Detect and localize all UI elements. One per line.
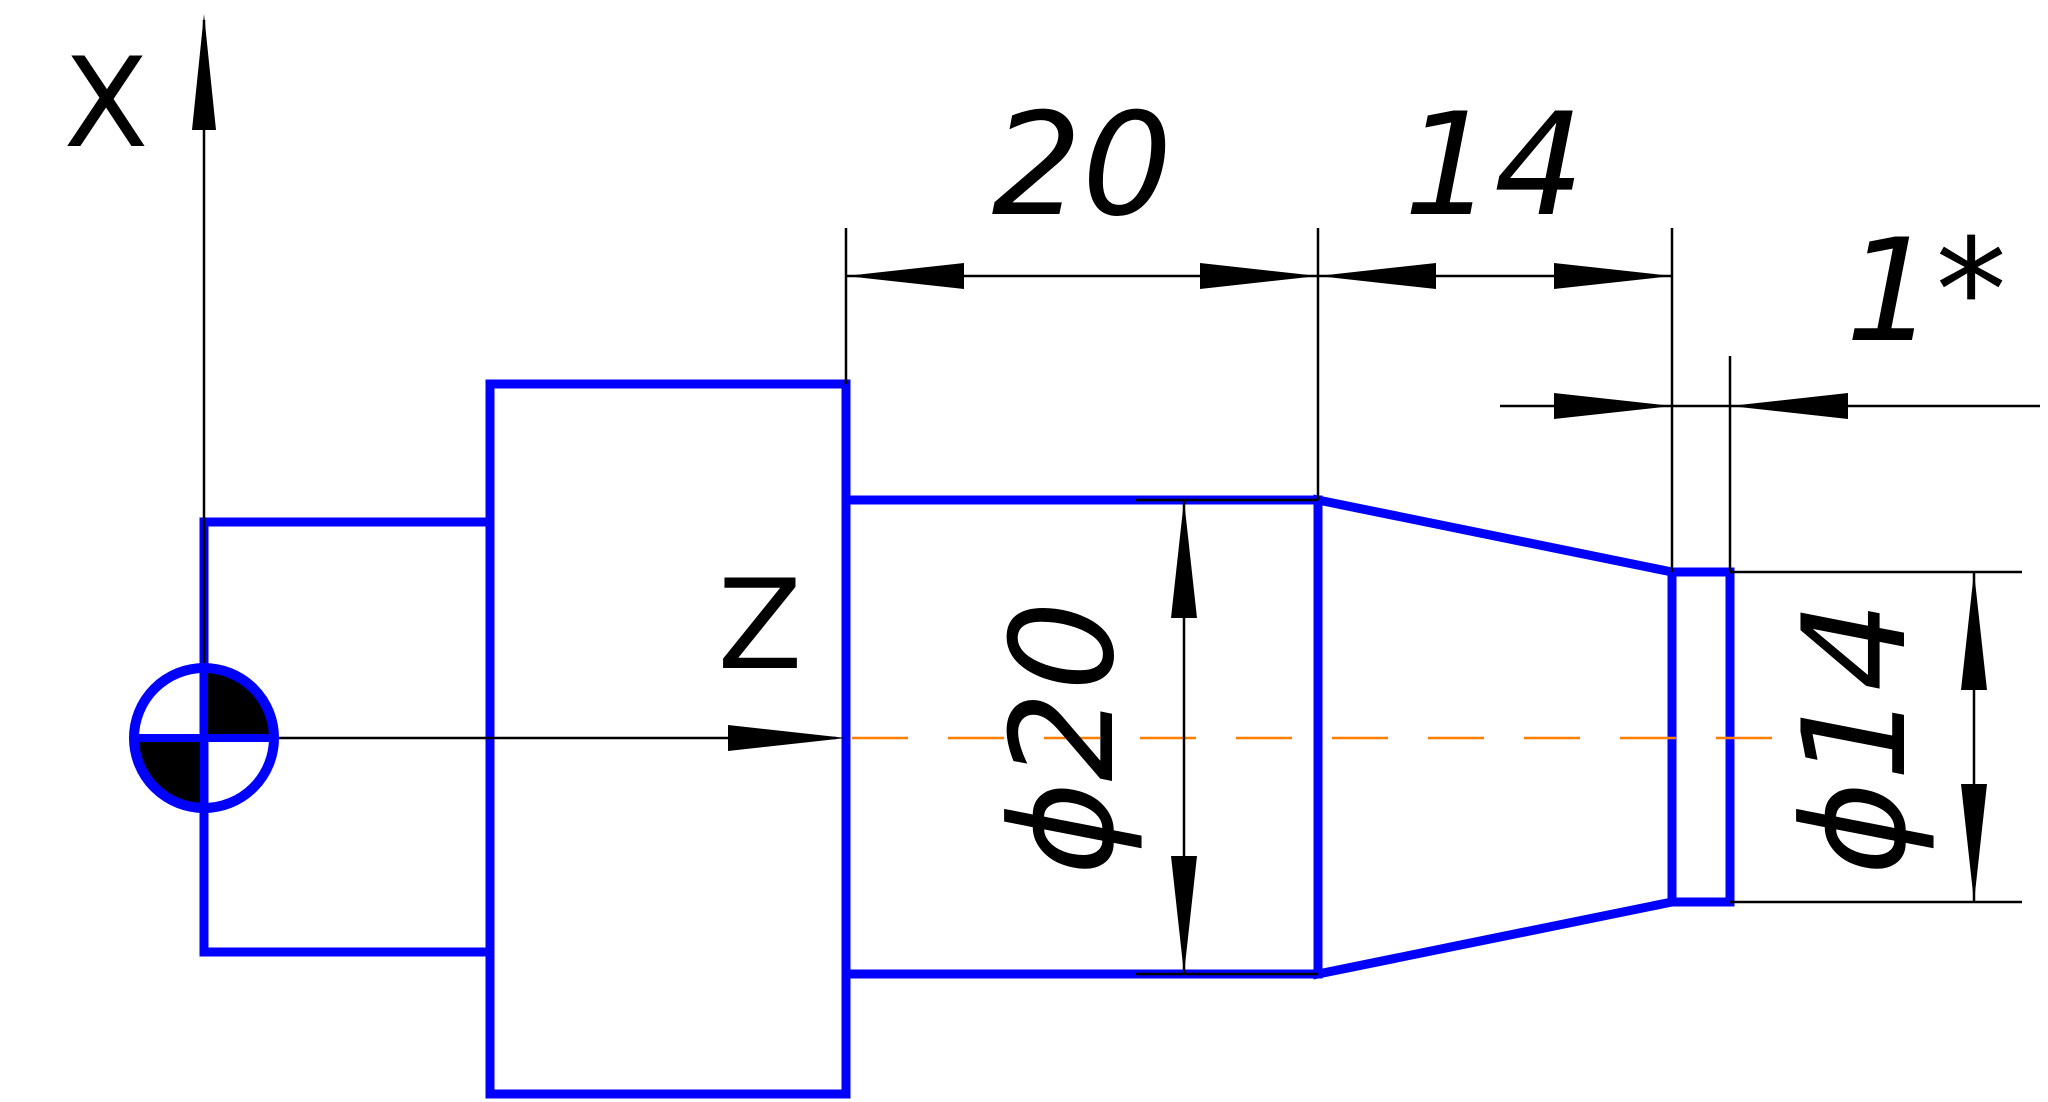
- origin-top-right-quadrant: [204, 668, 274, 738]
- dimension-arrow-top: [1961, 572, 1987, 690]
- dimension-arrow-left: [846, 263, 964, 289]
- dimension-length-20: 20: [844, 83, 1320, 500]
- dimension-arrow-right: [1730, 393, 1848, 419]
- dimension-arrow-left: [1318, 263, 1436, 289]
- x-axis-label: X: [64, 32, 149, 176]
- dimension-arrow-left: [1554, 393, 1672, 419]
- dimension-text-d20: ϕ20: [981, 601, 1146, 875]
- dimension-arrow-top: [1171, 500, 1197, 618]
- coordinate-axes: X Z: [64, 14, 846, 751]
- dimension-arrow-right: [1200, 263, 1318, 289]
- z-axis-label: Z: [718, 554, 803, 698]
- z-axis-arrow: [728, 725, 846, 751]
- x-axis-arrow: [192, 14, 216, 130]
- dimension-text-1: 1*: [1845, 209, 2006, 374]
- dimension-arrow-bottom: [1961, 784, 1987, 902]
- dimension-text-d14: ϕ14: [1773, 601, 1938, 875]
- dimension-arrow-right: [1554, 263, 1672, 289]
- dimension-arrow-bottom: [1171, 856, 1197, 974]
- origin-zero-point-icon: [129, 663, 279, 813]
- origin-bottom-left-quadrant: [134, 738, 204, 808]
- dimension-length-1: 1*: [1500, 209, 2040, 572]
- dimension-diameter-20: ϕ20: [981, 498, 1318, 976]
- dimension-diameter-14: ϕ14: [1730, 570, 2022, 904]
- dimension-length-14: 14: [1318, 83, 1674, 572]
- dimension-text-20: 20: [992, 83, 1173, 248]
- dimension-text-14: 14: [1404, 83, 1585, 248]
